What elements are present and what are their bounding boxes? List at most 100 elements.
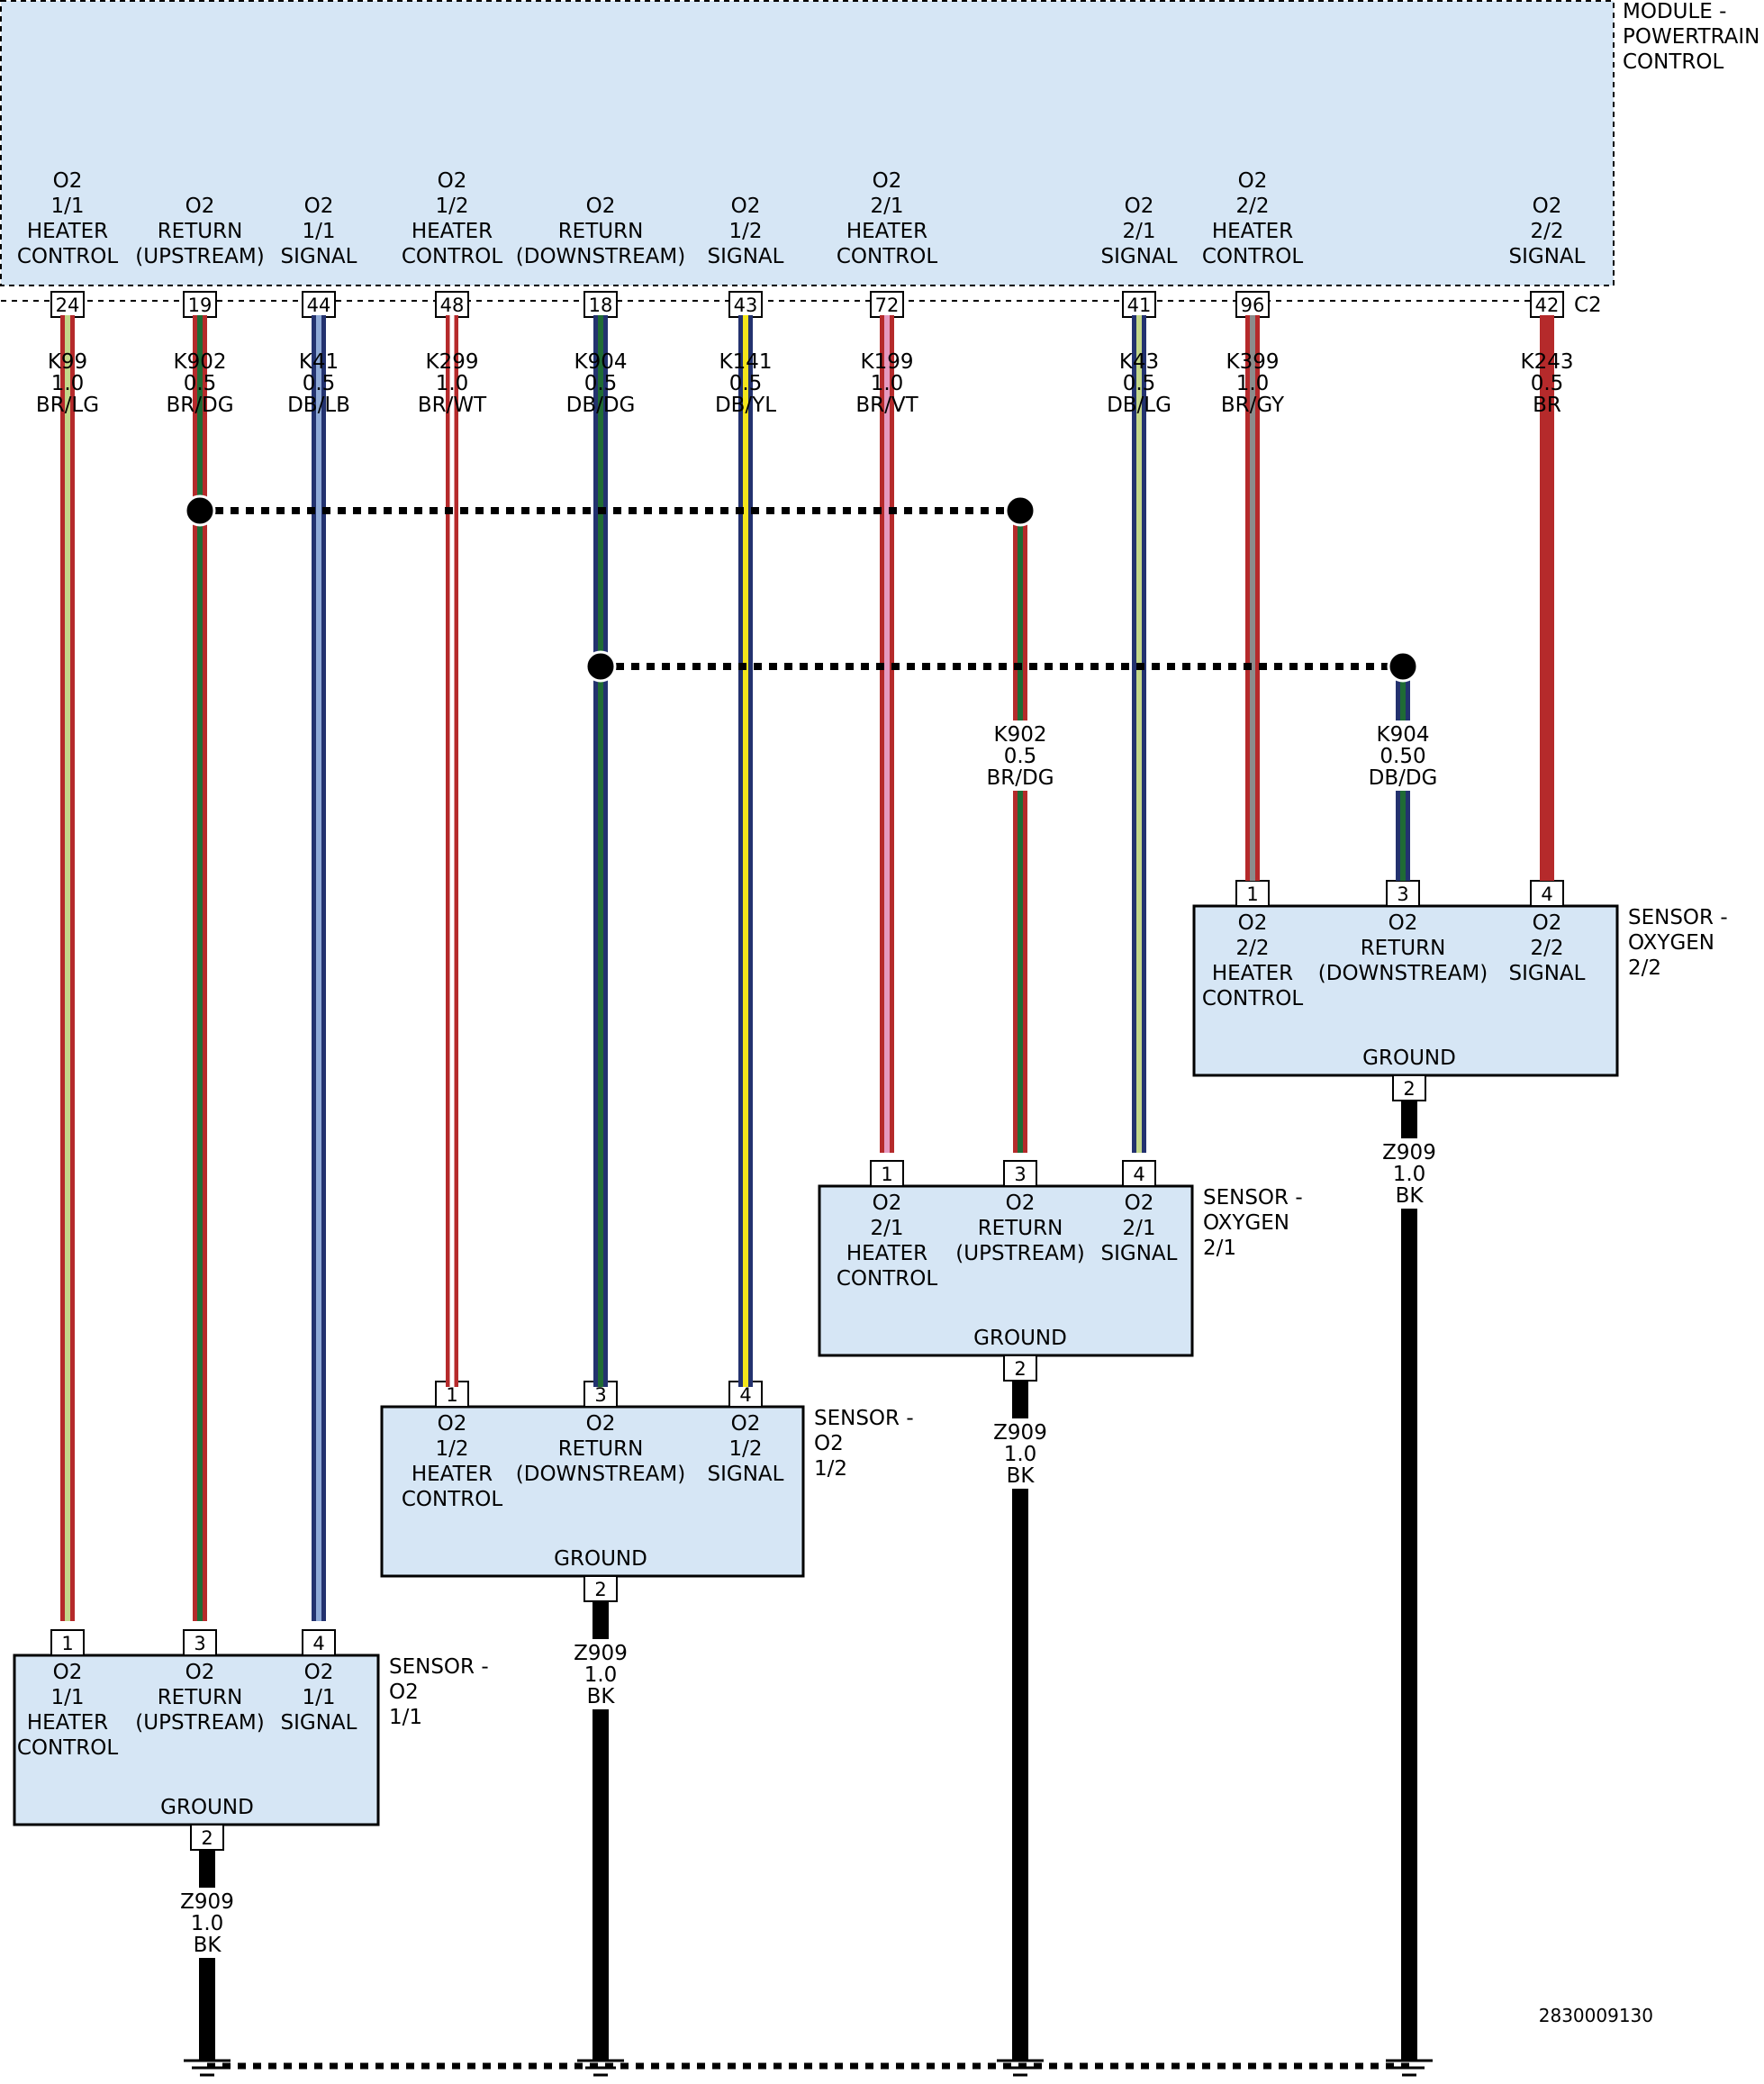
component-boxes [0, 0, 1619, 1851]
pin-box [1003, 1160, 1037, 1187]
sensor-pin-number: 1 [61, 1633, 73, 1654]
wire-circuit: K199 [861, 350, 914, 374]
wire-circuit: K99 [48, 350, 87, 374]
wire-color: BK [1396, 1184, 1425, 1208]
pin-box [583, 1575, 618, 1602]
sensor-pin-function: HEATER [412, 1463, 493, 1486]
sensor-pin-function: RETURN [1361, 937, 1446, 960]
sensor-pin-function: O2 [304, 1661, 334, 1684]
pcm-pin-function: 1/2 [435, 195, 468, 218]
ground-label: GROUND [973, 1327, 1067, 1350]
pcm-pin-function: 1/2 [728, 220, 762, 243]
pin-box [1235, 291, 1270, 318]
wire-circuit: K902 [994, 723, 1047, 747]
sensor-pin-function: CONTROL [837, 1267, 938, 1291]
ground-label: GROUND [554, 1547, 647, 1571]
wire-gauge: 0.5 [303, 372, 336, 395]
wire-gauge: 0.5 [184, 372, 217, 395]
wire-gauge: 0.5 [1004, 745, 1037, 768]
pcm-pin-function: (DOWNSTREAM) [516, 245, 685, 268]
pin-box [50, 1629, 85, 1656]
pcm-pin-function: O2 [731, 195, 761, 218]
sensor-pin-function: 1/2 [435, 1437, 468, 1461]
sensor-pin-function: O2 [1389, 911, 1418, 935]
pin-box [302, 1629, 336, 1656]
sensor-pin-number: 1 [1246, 883, 1258, 905]
ground-pin-number: 2 [201, 1827, 213, 1849]
wire-circuit: K299 [426, 350, 479, 374]
wires [60, 315, 1554, 2077]
wire-color: BK [194, 1934, 222, 1957]
pcm-pin-number: 18 [589, 294, 613, 316]
label-bg [171, 1888, 243, 1958]
pcm-pin-number: 43 [734, 294, 758, 316]
sensor-pin-function: O2 [1006, 1192, 1036, 1215]
label-bg [1353, 720, 1452, 791]
sensor-pin-number: 3 [1397, 883, 1408, 905]
sensor-pin-function: SIGNAL [1509, 962, 1586, 985]
sensor-pin-function: O2 [1125, 1192, 1154, 1215]
pcm-pin-function: O2 [304, 195, 334, 218]
pcm-pin-function: SIGNAL [1101, 245, 1178, 268]
pcm-pin-function: O2 [873, 169, 902, 193]
sensor-pin-function: SIGNAL [708, 1463, 784, 1486]
pin-box [870, 291, 904, 318]
splice-dot [1004, 494, 1036, 527]
pcm-pin-function: CONTROL [837, 245, 938, 268]
ground-label: GROUND [160, 1796, 254, 1819]
sensor-pin-function: O2 [185, 1661, 215, 1684]
pcm-pin-function: (UPSTREAM) [135, 245, 264, 268]
sensor-box [13, 1654, 380, 1826]
figure-id: 2830009130 [1539, 2005, 1653, 2026]
pin-box [1392, 1074, 1426, 1101]
wire-color: DB/LG [1107, 394, 1171, 417]
wire-gauge: 0.5 [1531, 372, 1564, 395]
sensor-pin-function: (DOWNSTREAM) [516, 1463, 685, 1486]
wire-circuit: Z909 [993, 1421, 1047, 1445]
splice-dot [1387, 650, 1419, 683]
wire-gauge: 1.0 [51, 372, 85, 395]
sensor-box [818, 1184, 1194, 1357]
pcm-pin-function: SIGNAL [1509, 245, 1586, 268]
sensor-pin-number: 3 [1014, 1164, 1026, 1185]
sensor-pin-number: 4 [1541, 883, 1552, 905]
sensor-name: O2 [814, 1432, 844, 1455]
wire-color: DB/DG [566, 394, 636, 417]
wire-gauge: 1.0 [1236, 372, 1270, 395]
sensor-pin-function: 2/2 [1530, 937, 1563, 960]
pin-box [728, 291, 763, 318]
wire-gauge: 1.0 [1393, 1163, 1426, 1186]
sensor-pin-function: RETURN [978, 1217, 1063, 1240]
pcm-pin-function: 2/1 [1122, 220, 1155, 243]
sensor-name: 1/2 [814, 1457, 847, 1481]
sensor-name: OXYGEN [1628, 931, 1714, 955]
pin-box [1122, 291, 1156, 318]
pcm-pin-function: HEATER [1212, 220, 1293, 243]
wire-circuit: Z909 [574, 1642, 628, 1665]
pin-box [1122, 1160, 1156, 1187]
pcm-pin-function: O2 [1125, 195, 1154, 218]
ground-label: GROUND [1362, 1047, 1456, 1070]
sensor-pin-function: O2 [438, 1412, 467, 1436]
pin-box [583, 291, 618, 318]
sensor-pin-function: O2 [53, 1661, 83, 1684]
sensor-pin-function: HEATER [846, 1242, 927, 1265]
sensor-name: 1/1 [389, 1706, 422, 1729]
pcm-pin-function: 1/1 [50, 195, 84, 218]
pin-box [1530, 291, 1564, 318]
wire-gauge: 1.0 [871, 372, 904, 395]
pcm-pin-function: O2 [1238, 169, 1268, 193]
sensor-pin-function: CONTROL [402, 1488, 503, 1511]
sensor-pin-number: 1 [446, 1384, 457, 1406]
sensor-pin-function: 1/1 [50, 1686, 84, 1709]
sensor-name: 2/2 [1628, 956, 1661, 980]
pcm-pin-function: SIGNAL [281, 245, 357, 268]
wire-color: BR/VT [855, 394, 918, 417]
wire-circuit: Z909 [180, 1890, 234, 1914]
pcm-title: MODULE - [1623, 0, 1726, 23]
sensor-pin-function: RETURN [558, 1437, 644, 1461]
sensor-name: SENSOR - [1628, 906, 1728, 929]
pcm-pin-function: 2/1 [870, 195, 903, 218]
label-bg [984, 1418, 1056, 1489]
